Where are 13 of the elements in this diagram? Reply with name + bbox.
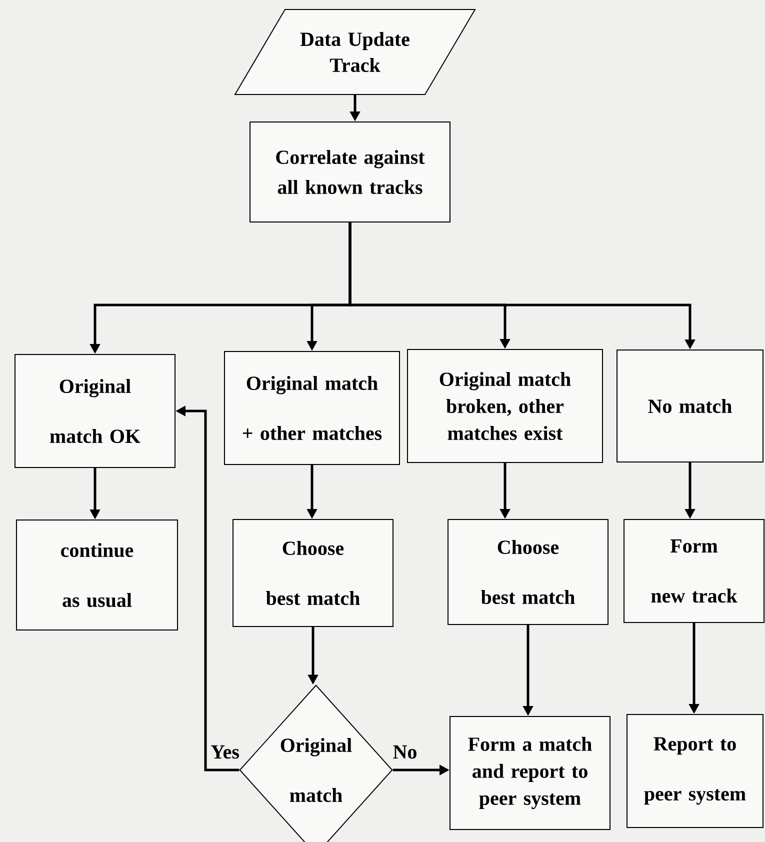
process-box: Choose best match	[448, 519, 608, 625]
process-box: Form a match and report to peer system	[450, 716, 610, 830]
edge-label: No	[392, 744, 418, 760]
edge-label: Yes	[210, 744, 240, 760]
process-box: Original match broken, other matches exist	[407, 349, 603, 463]
process-box: Form new track	[624, 519, 765, 623]
process-box: Report to peer system	[626, 714, 764, 828]
process-box: Correlate against all known tracks	[250, 122, 450, 222]
process-box: Choose best match	[232, 519, 394, 627]
process-box: Original match + other matches	[224, 351, 400, 465]
process-box: No match	[616, 350, 764, 462]
process-box: Original match OK	[14, 354, 176, 468]
process-box: continue as usual	[16, 520, 178, 630]
